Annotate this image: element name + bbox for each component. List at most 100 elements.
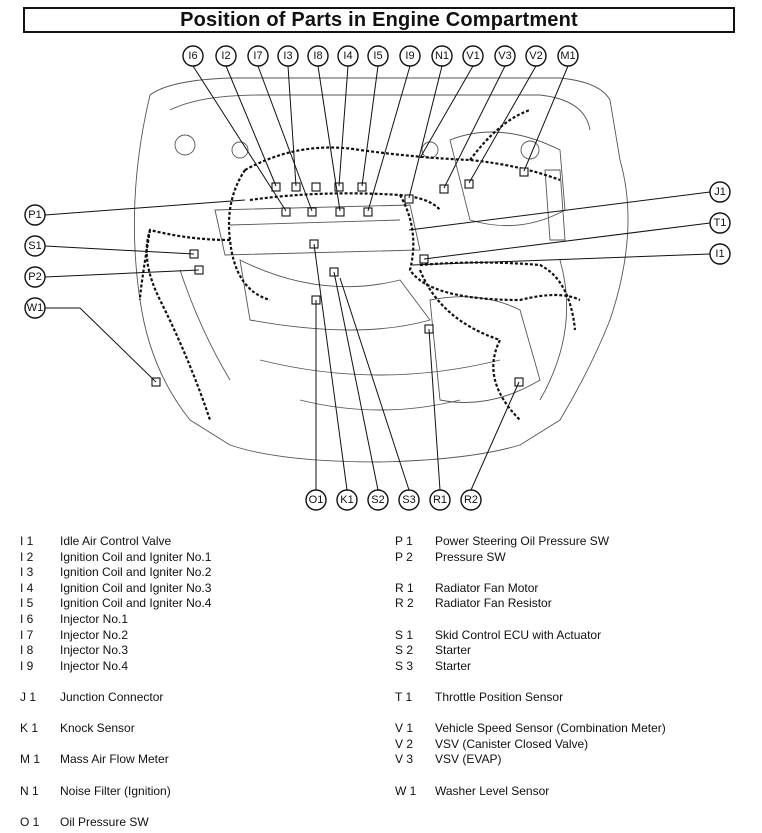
legend-name: Pressure SW (435, 549, 506, 564)
legend-right: P 1 Power Steering Oil Pressure SW P 2 Pre… (395, 534, 666, 799)
legend-name: Ignition Coil and Igniter No.2 (60, 565, 212, 580)
callout-W1: W1 (24, 297, 46, 319)
legend-name: Injector No.1 (60, 611, 129, 626)
legend-code: K 1 (20, 721, 39, 736)
svg-text:I9: I9 (405, 50, 414, 62)
svg-text:O1: O1 (309, 494, 324, 506)
legend-code: I 7 (20, 627, 34, 642)
legend-code: I 4 (20, 580, 34, 595)
engine-drawing (133, 77, 629, 463)
svg-text:K1: K1 (340, 494, 353, 506)
legend-spacer (395, 706, 666, 722)
legend-item: I 7 Injector No.2 (20, 628, 211, 644)
legend-code: V 3 (395, 752, 414, 767)
legend-name: Throttle Position Sensor (435, 689, 564, 704)
svg-text:P2: P2 (28, 271, 41, 283)
legend-spacer (395, 674, 666, 690)
svg-text:S1: S1 (28, 240, 41, 252)
legend-code: R 1 (395, 580, 414, 595)
callout-R1: R1 (429, 489, 451, 511)
legend-name: Radiator Fan Resistor (435, 596, 552, 611)
legend-code: I 5 (20, 596, 34, 611)
legend-spacer (20, 674, 211, 690)
callout-M1: M1 (557, 45, 579, 67)
legend-name: VSV (Canister Closed Valve) (435, 736, 589, 751)
legend-spacer (395, 612, 666, 628)
engine-diagram: I6 I2 I7 I3 I8 I4 I5 I9 N1 V1 V3 V2 M1 P… (24, 45, 731, 511)
svg-text:W1: W1 (27, 302, 44, 314)
svg-text:I4: I4 (343, 50, 352, 62)
legend-name: Injector No.4 (60, 658, 129, 673)
callout-I3: I3 (277, 45, 299, 67)
legend-name: Injector No.3 (60, 643, 129, 658)
legend-name: Washer Level Sensor (435, 783, 550, 798)
svg-text:J1: J1 (714, 186, 726, 198)
callout-N1: N1 (431, 45, 453, 67)
callout-I8: I8 (307, 45, 329, 67)
legend-code: V 1 (395, 721, 414, 736)
legend-item: S 3 Starter (395, 659, 666, 675)
legend-item: I 3 Ignition Coil and Igniter No.2 (20, 565, 211, 581)
legend-name: Starter (435, 658, 472, 673)
legend-code: O 1 (20, 814, 40, 829)
callout-S1: S1 (24, 235, 46, 257)
svg-text:I2: I2 (221, 50, 230, 62)
callouts-bottom: O1 K1 S2 S3 R1 R2 (305, 489, 482, 511)
legend-code: N 1 (20, 783, 39, 798)
svg-text:T1: T1 (714, 217, 727, 229)
callout-P1: P1 (24, 204, 46, 226)
legend-item: R 2 Radiator Fan Resistor (395, 596, 666, 612)
legend-name: VSV (EVAP) (435, 752, 502, 767)
svg-text:I8: I8 (313, 50, 322, 62)
legend-code: M 1 (20, 752, 41, 767)
legend-name: Injector No.2 (60, 627, 129, 642)
callout-I4: I4 (337, 45, 359, 67)
svg-text:V3: V3 (498, 50, 511, 62)
callout-R2: R2 (460, 489, 482, 511)
legend-spacer (20, 737, 211, 753)
callout-S2: S2 (367, 489, 389, 511)
legend-item: I 5 Ignition Coil and Igniter No.4 (20, 596, 211, 612)
callout-K1: K1 (336, 489, 358, 511)
legend-code: R 2 (395, 596, 414, 611)
callout-I1: I1 (709, 243, 731, 265)
svg-text:R2: R2 (464, 494, 478, 506)
legend-spacer (20, 799, 211, 815)
legend-code: V 2 (395, 736, 414, 751)
callout-I2: I2 (215, 45, 237, 67)
callout-V2: V2 (525, 45, 547, 67)
legend-item: S 2 Starter (395, 643, 666, 659)
legend-name: Power Steering Oil Pressure SW (435, 534, 610, 548)
legend-name: Ignition Coil and Igniter No.4 (60, 596, 212, 611)
callout-I9: I9 (399, 45, 421, 67)
legend-name: Starter (435, 643, 472, 658)
legend-item: V 3 VSV (EVAP) (395, 752, 666, 768)
legend-name: Radiator Fan Motor (435, 580, 539, 595)
legend-code: S 3 (395, 658, 414, 673)
legend-item: R 1 Radiator Fan Motor (395, 581, 666, 597)
callout-V1: V1 (462, 45, 484, 67)
svg-text:I7: I7 (253, 50, 262, 62)
legend-item: P 2 Pressure SW (395, 550, 666, 566)
legend-code: J 1 (20, 689, 37, 704)
legend-code: P 1 (395, 534, 413, 548)
callouts-top: I6 I2 I7 I3 I8 I4 I5 I9 N1 V1 V3 V2 M1 (182, 45, 579, 67)
callout-I7: I7 (247, 45, 269, 67)
svg-text:V1: V1 (466, 50, 479, 62)
legend-code: I 3 (20, 565, 34, 580)
svg-text:R1: R1 (433, 494, 447, 506)
legend-code: S 2 (395, 643, 414, 658)
callout-S3: S3 (398, 489, 420, 511)
legend-spacer (395, 768, 666, 784)
callout-I5: I5 (367, 45, 389, 67)
legend-code: P 2 (395, 549, 413, 564)
